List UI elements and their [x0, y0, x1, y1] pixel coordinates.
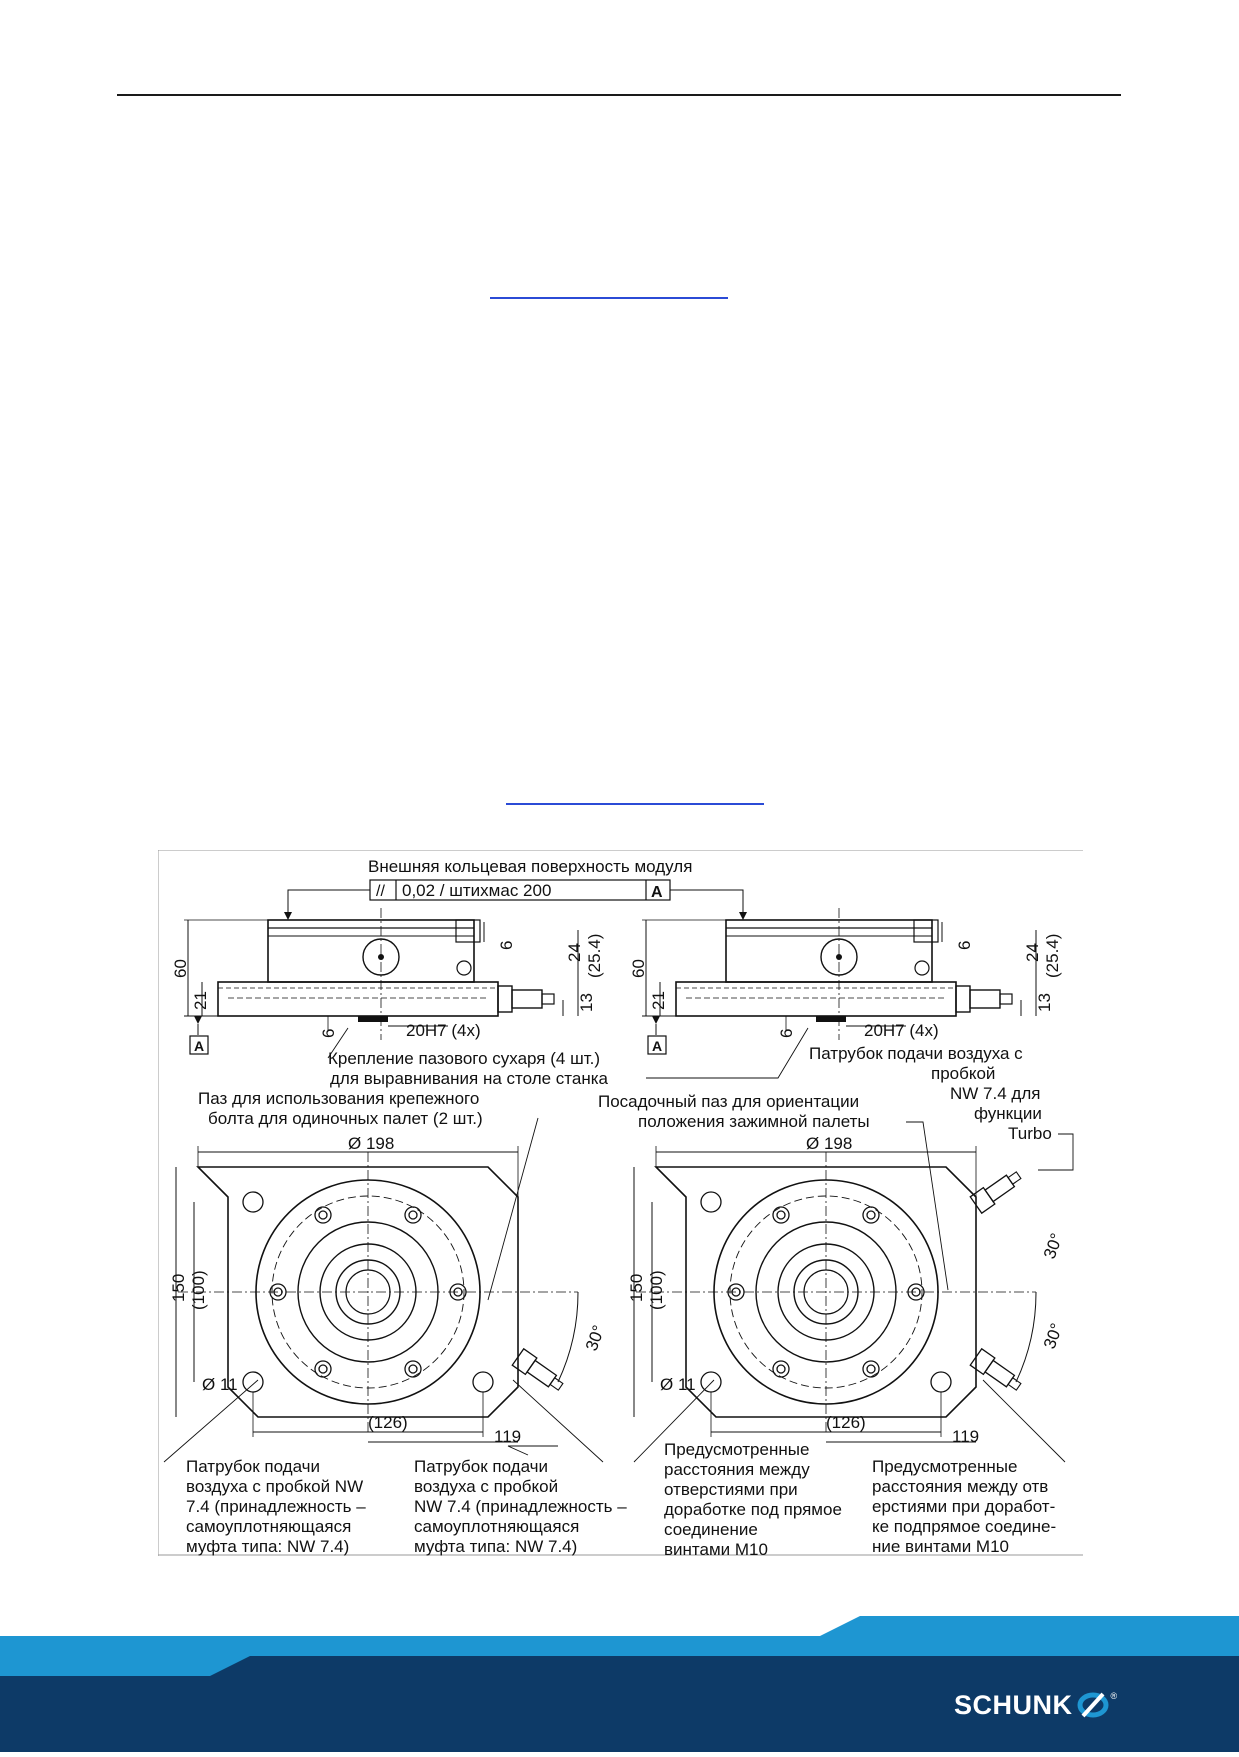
hyperlink-underline-1[interactable]: [490, 297, 728, 299]
dim-198-left: Ø 198: [348, 1134, 394, 1153]
datum-a-left: A: [194, 1038, 204, 1054]
dim-25-4-right: (25.4): [1043, 934, 1062, 978]
label-turbo-1: Патрубок подачи воздуха с: [809, 1044, 1023, 1063]
label-turbo-3: NW 7.4 для: [950, 1084, 1040, 1103]
tolerance-symbol: //: [376, 883, 385, 900]
datum-a-right: A: [652, 1038, 662, 1054]
tolerance-value: 0,02 / штихмас 200: [402, 881, 551, 900]
note-d-1: Предусмотренные: [872, 1457, 1017, 1476]
dim-126-right: (126): [826, 1413, 866, 1432]
dim-6-top-right: 6: [955, 941, 974, 950]
note-c-2: расстояния между: [664, 1460, 810, 1479]
label-turbo-5: Turbo: [1008, 1124, 1052, 1143]
dim-60-left: 60: [171, 959, 190, 978]
note-b-2: воздуха с пробкой: [414, 1477, 558, 1496]
note-c-5: соединение: [664, 1520, 758, 1539]
dim-25-4-left: (25.4): [585, 934, 604, 978]
label-turbo-2: пробкой: [931, 1064, 995, 1083]
dim-6-top-left: 6: [497, 941, 516, 950]
label-groove-2: болта для одиночных палет (2 шт.): [208, 1109, 483, 1128]
dim-119-left: 119: [494, 1427, 521, 1446]
note-a-1: Патрубок подачи: [186, 1457, 320, 1476]
dim-11-right: Ø 11: [660, 1375, 696, 1394]
schunk-logo: SCHUNK ®: [934, 1680, 1124, 1730]
header-rule: [117, 94, 1121, 96]
dim-24-left: 24: [565, 943, 584, 962]
angle-30-left: 30°: [582, 1323, 609, 1354]
note-c-1: Предусмотренные: [664, 1440, 809, 1459]
note-b-3: NW 7.4 (принадлежность –: [414, 1497, 627, 1516]
dim-60-right: 60: [629, 959, 648, 978]
note-b-1: Патрубок подачи: [414, 1457, 548, 1476]
dim-13-left: 13: [577, 993, 596, 1012]
dim-20h7-right: 20H7 (4x): [864, 1021, 939, 1040]
dim-6-bottom-left: 6: [319, 1029, 338, 1038]
note-a-4: самоуплотняющаяся: [186, 1517, 351, 1536]
dim-20h7-left: 20H7 (4x): [406, 1021, 481, 1040]
note-d-3: ерстиями при доработ-: [872, 1497, 1055, 1516]
dim-100-right: (100): [647, 1270, 666, 1310]
hyperlink-underline-2[interactable]: [506, 803, 764, 805]
logo-swirl-icon: [1077, 1692, 1109, 1718]
angle-30-right-bottom: 30°: [1040, 1321, 1067, 1352]
datum-a-top: A: [651, 884, 663, 901]
label-orient-2: положения зажимной палеты: [638, 1112, 870, 1131]
note-b-5: муфта типа: NW 7.4): [414, 1537, 577, 1556]
technical-drawing: Внешняя кольцевая поверхность модуля // …: [158, 850, 1083, 1556]
label-ring-surface: Внешняя кольцевая поверхность модуля: [368, 857, 692, 876]
note-a-5: муфта типа: NW 7.4): [186, 1537, 349, 1556]
note-d-2: расстояния между отв: [872, 1477, 1048, 1496]
label-tslot-2: для выравнивания на столе станка: [330, 1069, 609, 1088]
dim-13-right: 13: [1035, 993, 1054, 1012]
dim-24-right: 24: [1023, 943, 1042, 962]
note-a-2: воздуха с пробкой NW: [186, 1477, 363, 1496]
label-groove-1: Паз для использования крепежного: [198, 1089, 479, 1108]
label-tslot-1: Крепление пазового сухаря (4 шт.): [328, 1049, 600, 1068]
note-c-6: винтами M10: [664, 1540, 768, 1556]
label-orient-1: Посадочный паз для ориентации: [598, 1092, 859, 1111]
dim-126-left: (126): [368, 1413, 408, 1432]
dim-150-left: 150: [169, 1274, 188, 1302]
dim-100-left: (100): [189, 1270, 208, 1310]
angle-30-right-top: 30°: [1040, 1231, 1067, 1262]
dim-150-right: 150: [627, 1274, 646, 1302]
note-c-4: доработке под прямое: [664, 1500, 842, 1519]
logo-text: SCHUNK: [954, 1689, 1073, 1720]
note-d-5: ние винтами M10: [872, 1537, 1009, 1556]
dim-198-right: Ø 198: [806, 1134, 852, 1153]
dim-6-bottom-right: 6: [777, 1029, 796, 1038]
dim-11-left: Ø 11: [202, 1375, 238, 1394]
footer-band: [0, 1600, 1239, 1752]
dim-119-right: 119: [952, 1427, 979, 1446]
dim-21-right: 21: [649, 991, 668, 1010]
note-d-4: ке подпрямое соедине-: [872, 1517, 1056, 1536]
note-c-3: отверстиями при: [664, 1480, 798, 1499]
dim-21-left: 21: [191, 991, 210, 1010]
note-a-3: 7.4 (принадлежность –: [186, 1497, 366, 1516]
label-turbo-4: функции: [974, 1104, 1042, 1123]
note-b-4: самоуплотняющаяся: [414, 1517, 579, 1536]
registered-mark: ®: [1110, 1691, 1118, 1701]
